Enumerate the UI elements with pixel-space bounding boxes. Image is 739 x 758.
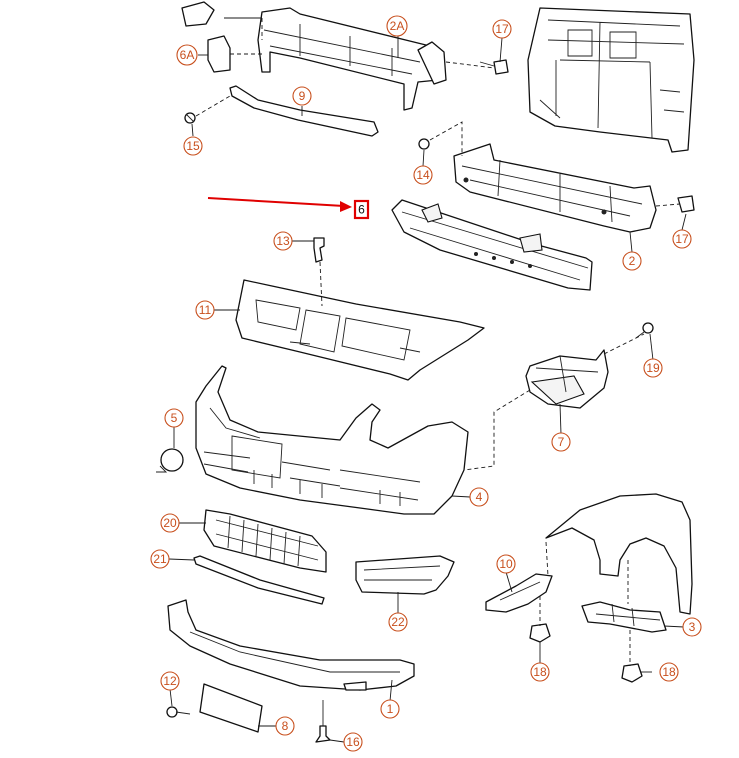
svg-text:19: 19 xyxy=(646,361,660,375)
guide-strip-9-part xyxy=(229,85,379,137)
callout-4: 4 xyxy=(469,487,489,507)
svg-text:6A: 6A xyxy=(180,48,195,62)
callout-3: 3 xyxy=(682,617,702,637)
callout-1: 1 xyxy=(380,699,400,719)
svg-text:2A: 2A xyxy=(390,19,405,33)
svg-text:8: 8 xyxy=(282,719,289,733)
svg-text:5: 5 xyxy=(171,411,178,425)
svg-text:9: 9 xyxy=(299,89,306,103)
callout-20: 20 xyxy=(160,513,180,533)
svg-text:22: 22 xyxy=(391,615,405,629)
impact-bar-2a-part xyxy=(257,7,447,111)
screw-15-part xyxy=(184,112,196,124)
fender-part xyxy=(545,493,693,615)
air-guide-11-part xyxy=(235,279,485,381)
nut-18-right-part xyxy=(621,663,643,683)
screw-17-right-part xyxy=(677,195,695,213)
callout-8: 8 xyxy=(275,716,295,736)
fog-lamp-cover-22-part xyxy=(355,555,455,595)
callout-18-left: 18 xyxy=(530,662,550,682)
svg-text:1: 1 xyxy=(387,702,394,716)
license-plate-bracket-8-part xyxy=(199,683,263,733)
highlight-label: 6 xyxy=(358,203,365,217)
svg-text:18: 18 xyxy=(662,665,676,679)
lock-carrier-part xyxy=(527,7,695,153)
svg-text:15: 15 xyxy=(186,139,200,153)
callout-21: 21 xyxy=(150,549,170,569)
svg-text:11: 11 xyxy=(199,303,212,317)
side-guide-3-part xyxy=(581,601,667,633)
callout-7: 7 xyxy=(551,432,571,452)
grille-20-part xyxy=(203,509,327,573)
svg-text:20: 20 xyxy=(163,516,177,530)
svg-text:2: 2 xyxy=(629,254,636,268)
svg-text:17: 17 xyxy=(495,22,509,36)
svg-text:4: 4 xyxy=(476,490,483,504)
callout-16: 16 xyxy=(343,732,363,752)
bumper-reinforcement-2-part xyxy=(453,143,657,233)
svg-text:12: 12 xyxy=(163,674,177,688)
callout-19: 19 xyxy=(643,358,663,378)
nut-18-left-part xyxy=(529,623,551,643)
alignment-lines xyxy=(195,18,681,666)
callout-15: 15 xyxy=(183,136,203,156)
leader-lines xyxy=(168,17,687,743)
callout-2: 2 xyxy=(622,251,642,271)
trim-strip-21-part xyxy=(193,555,325,605)
callout-22: 22 xyxy=(388,612,408,632)
svg-text:21: 21 xyxy=(153,552,167,566)
svg-text:14: 14 xyxy=(416,168,430,182)
svg-text:3: 3 xyxy=(689,620,696,634)
mounting-bracket-7-part xyxy=(525,349,609,409)
tow-eye-cap-5-part xyxy=(156,448,184,473)
expanding-rivet-13-part xyxy=(313,237,325,263)
screw-14-part xyxy=(418,138,430,150)
callout-5: 5 xyxy=(164,408,184,428)
callout-10: 10 xyxy=(496,554,516,574)
callout-17-right: 17 xyxy=(672,229,692,249)
callout-18-right: 18 xyxy=(659,662,679,682)
screw-19-part xyxy=(635,322,654,339)
screw-16-part xyxy=(315,700,331,743)
svg-text:13: 13 xyxy=(276,234,290,248)
callout-2a: 2A xyxy=(386,15,408,37)
callout-11: 11 xyxy=(195,300,215,320)
callout-6a: 6A xyxy=(176,44,198,66)
svg-text:16: 16 xyxy=(346,735,360,749)
callout-9: 9 xyxy=(292,86,312,106)
bracket-6a-part xyxy=(181,1,231,73)
callout-14: 14 xyxy=(413,165,433,185)
guide-bracket-10-part xyxy=(485,573,553,613)
svg-text:10: 10 xyxy=(499,557,513,571)
bumper-cover-4-part xyxy=(195,365,469,515)
highlight-callout-6: 6 xyxy=(353,199,370,220)
screw-17-top-part xyxy=(479,59,509,75)
highlight-arrow xyxy=(207,197,352,212)
screw-12-part xyxy=(166,706,191,718)
callout-17-top: 17 xyxy=(492,19,512,39)
callout-13: 13 xyxy=(273,231,293,251)
impact-absorber-6-part xyxy=(391,199,593,291)
spoiler-1-part xyxy=(167,599,415,691)
svg-text:7: 7 xyxy=(558,435,565,449)
svg-text:18: 18 xyxy=(533,665,547,679)
callout-12: 12 xyxy=(160,671,180,691)
svg-text:17: 17 xyxy=(675,232,689,246)
